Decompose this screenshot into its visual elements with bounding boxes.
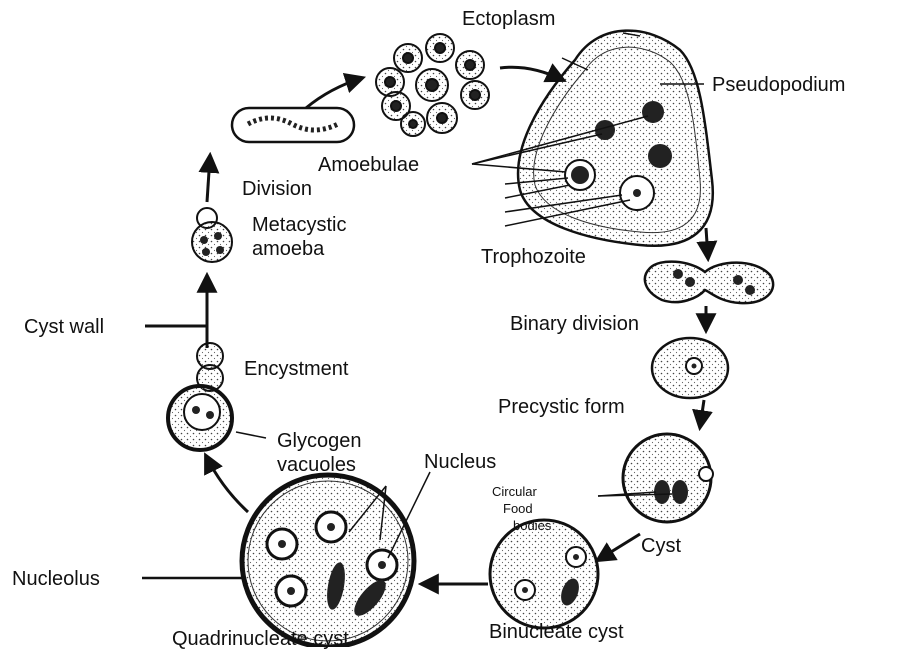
precystic-cell (652, 338, 728, 398)
label-encystment: Encystment (244, 358, 348, 380)
binary-division-cell (645, 262, 773, 304)
quadrinucleate-cyst-cell (242, 475, 414, 647)
metacystic-amoeba-cell (192, 208, 232, 262)
encystment-cell (197, 343, 223, 391)
label-cyst: Cyst (641, 535, 681, 557)
label-glycogen-1: Glycogen (277, 430, 362, 452)
label-binucleate-cyst: Binucleate cyst (489, 621, 624, 643)
cyst-cell (623, 434, 713, 522)
label-circular-1: Circular (492, 484, 537, 499)
label-metacystic-2: amoeba (252, 238, 324, 260)
label-trophozoite: Trophozoite (481, 246, 586, 268)
label-metacystic-1: Metacystic (252, 214, 346, 236)
trophozoite-cell (518, 31, 713, 246)
label-nucleus: Nucleus (424, 451, 496, 473)
label-glycogen-2: vacuoles (277, 454, 356, 476)
binucleate-cyst-cell (490, 520, 598, 628)
label-precystic-form: Precystic form (498, 396, 625, 418)
early-cyst-cell (168, 386, 232, 450)
label-nucleolus: Nucleolus (12, 568, 100, 590)
label-amoebulae: Amoebulae (318, 154, 419, 176)
label-ectoplasm: Ectoplasm (462, 8, 555, 30)
division-cell (232, 108, 354, 142)
label-cyst-wall: Cyst wall (24, 316, 104, 338)
label-binary-division: Binary division (510, 313, 639, 335)
label-circular-3: bodies (513, 518, 551, 533)
label-division: Division (242, 178, 312, 200)
label-circular-2: Food (503, 501, 533, 516)
label-pseudopodium: Pseudopodium (712, 74, 845, 96)
amoebulae-cluster (376, 34, 489, 136)
